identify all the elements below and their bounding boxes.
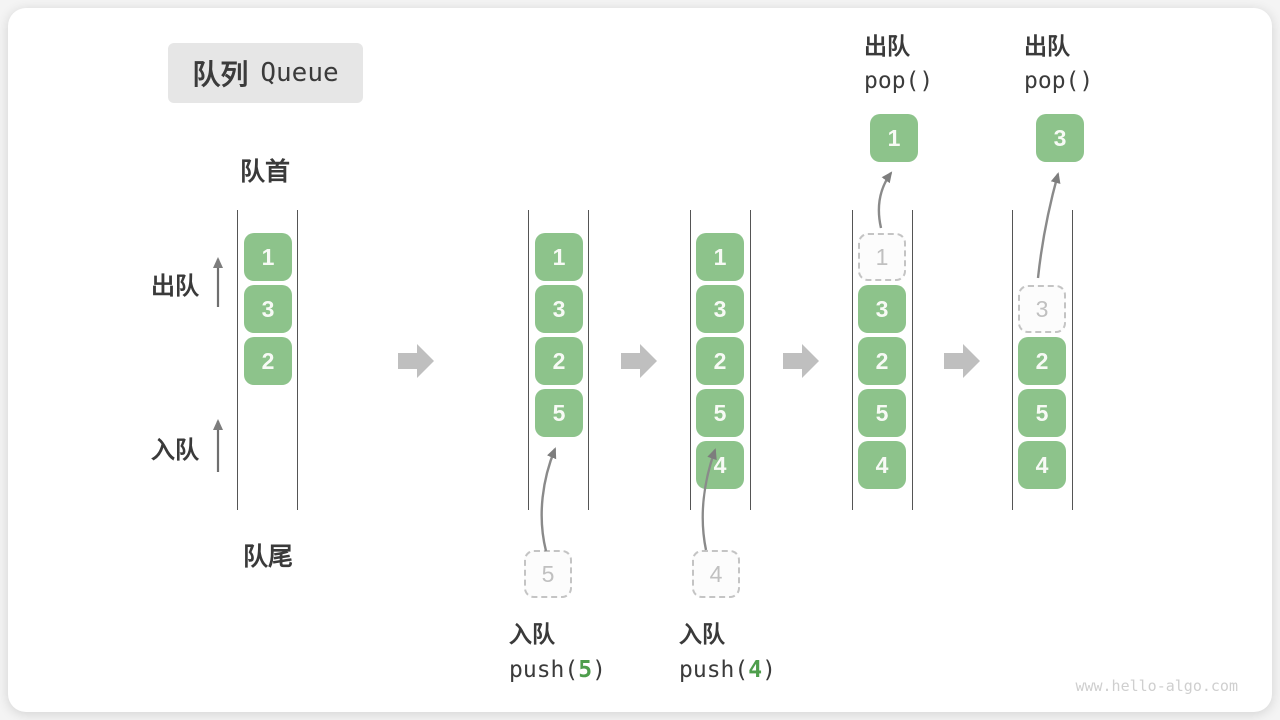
- queue-cell: 2: [244, 337, 292, 385]
- op-label-push-4: 入队 push(4): [679, 616, 839, 688]
- queue-cell: 3: [244, 285, 292, 333]
- push-arg: 4: [748, 657, 763, 683]
- incoming-cell-ghost: 4: [692, 550, 740, 598]
- queue-cell: 4: [1018, 441, 1066, 489]
- op-label-zh: 出队: [864, 33, 910, 59]
- queue-cell: 5: [1018, 389, 1066, 437]
- queue-cell: 2: [1018, 337, 1066, 385]
- diagram-card: [8, 8, 1272, 712]
- queue-cell: 4: [858, 441, 906, 489]
- op-label-push-5: 入队 push(5): [509, 616, 669, 688]
- label-dequeue-side: 出队: [151, 273, 199, 300]
- popped-cell: 3: [1036, 114, 1084, 162]
- queue-column-1: [237, 210, 298, 510]
- queue-cell: 5: [535, 389, 583, 437]
- queue-cell: 1: [696, 233, 744, 281]
- queue-cell: 1: [535, 233, 583, 281]
- popped-cell: 1: [870, 114, 918, 162]
- incoming-cell-ghost: 5: [524, 550, 572, 598]
- queue-cell: 3: [858, 285, 906, 333]
- op-label-code: pop(): [1024, 68, 1094, 94]
- dequeued-cell-ghost: 3: [1018, 285, 1066, 333]
- op-label-pop-2: 出队 pop(): [1024, 29, 1164, 99]
- queue-column-4: [852, 210, 913, 510]
- label-enqueue-side: 入队: [151, 437, 199, 464]
- label-queue-rear: 队尾: [243, 543, 294, 571]
- watermark-url: www.hello-algo.com: [1075, 677, 1238, 695]
- queue-column-5: [1012, 210, 1073, 510]
- queue-cell: 1: [244, 233, 292, 281]
- label-queue-front: 队首: [240, 158, 291, 186]
- queue-cell: 2: [696, 337, 744, 385]
- queue-cell: 2: [858, 337, 906, 385]
- queue-cell: 3: [696, 285, 744, 333]
- title-chinese: 队列: [192, 59, 249, 90]
- queue-cell: 5: [858, 389, 906, 437]
- queue-cell: 5: [696, 389, 744, 437]
- dequeued-cell-ghost: 1: [858, 233, 906, 281]
- queue-column-3: [690, 210, 751, 510]
- title-box: 队列 Queue: [168, 43, 363, 103]
- op-label-zh: 出队: [1024, 33, 1070, 59]
- queue-column-2: [528, 210, 589, 510]
- queue-cell: 4: [696, 441, 744, 489]
- queue-cell: 2: [535, 337, 583, 385]
- op-label-code: push(4): [679, 657, 776, 683]
- op-label-zh: 入队: [679, 621, 725, 647]
- push-arg: 5: [578, 657, 593, 683]
- op-label-zh: 入队: [509, 621, 555, 647]
- op-label-code: push(5): [509, 657, 606, 683]
- op-label-code: pop(): [864, 68, 934, 94]
- queue-cell: 3: [535, 285, 583, 333]
- op-label-pop-1: 出队 pop(): [864, 29, 1004, 99]
- title-english: Queue: [260, 58, 339, 88]
